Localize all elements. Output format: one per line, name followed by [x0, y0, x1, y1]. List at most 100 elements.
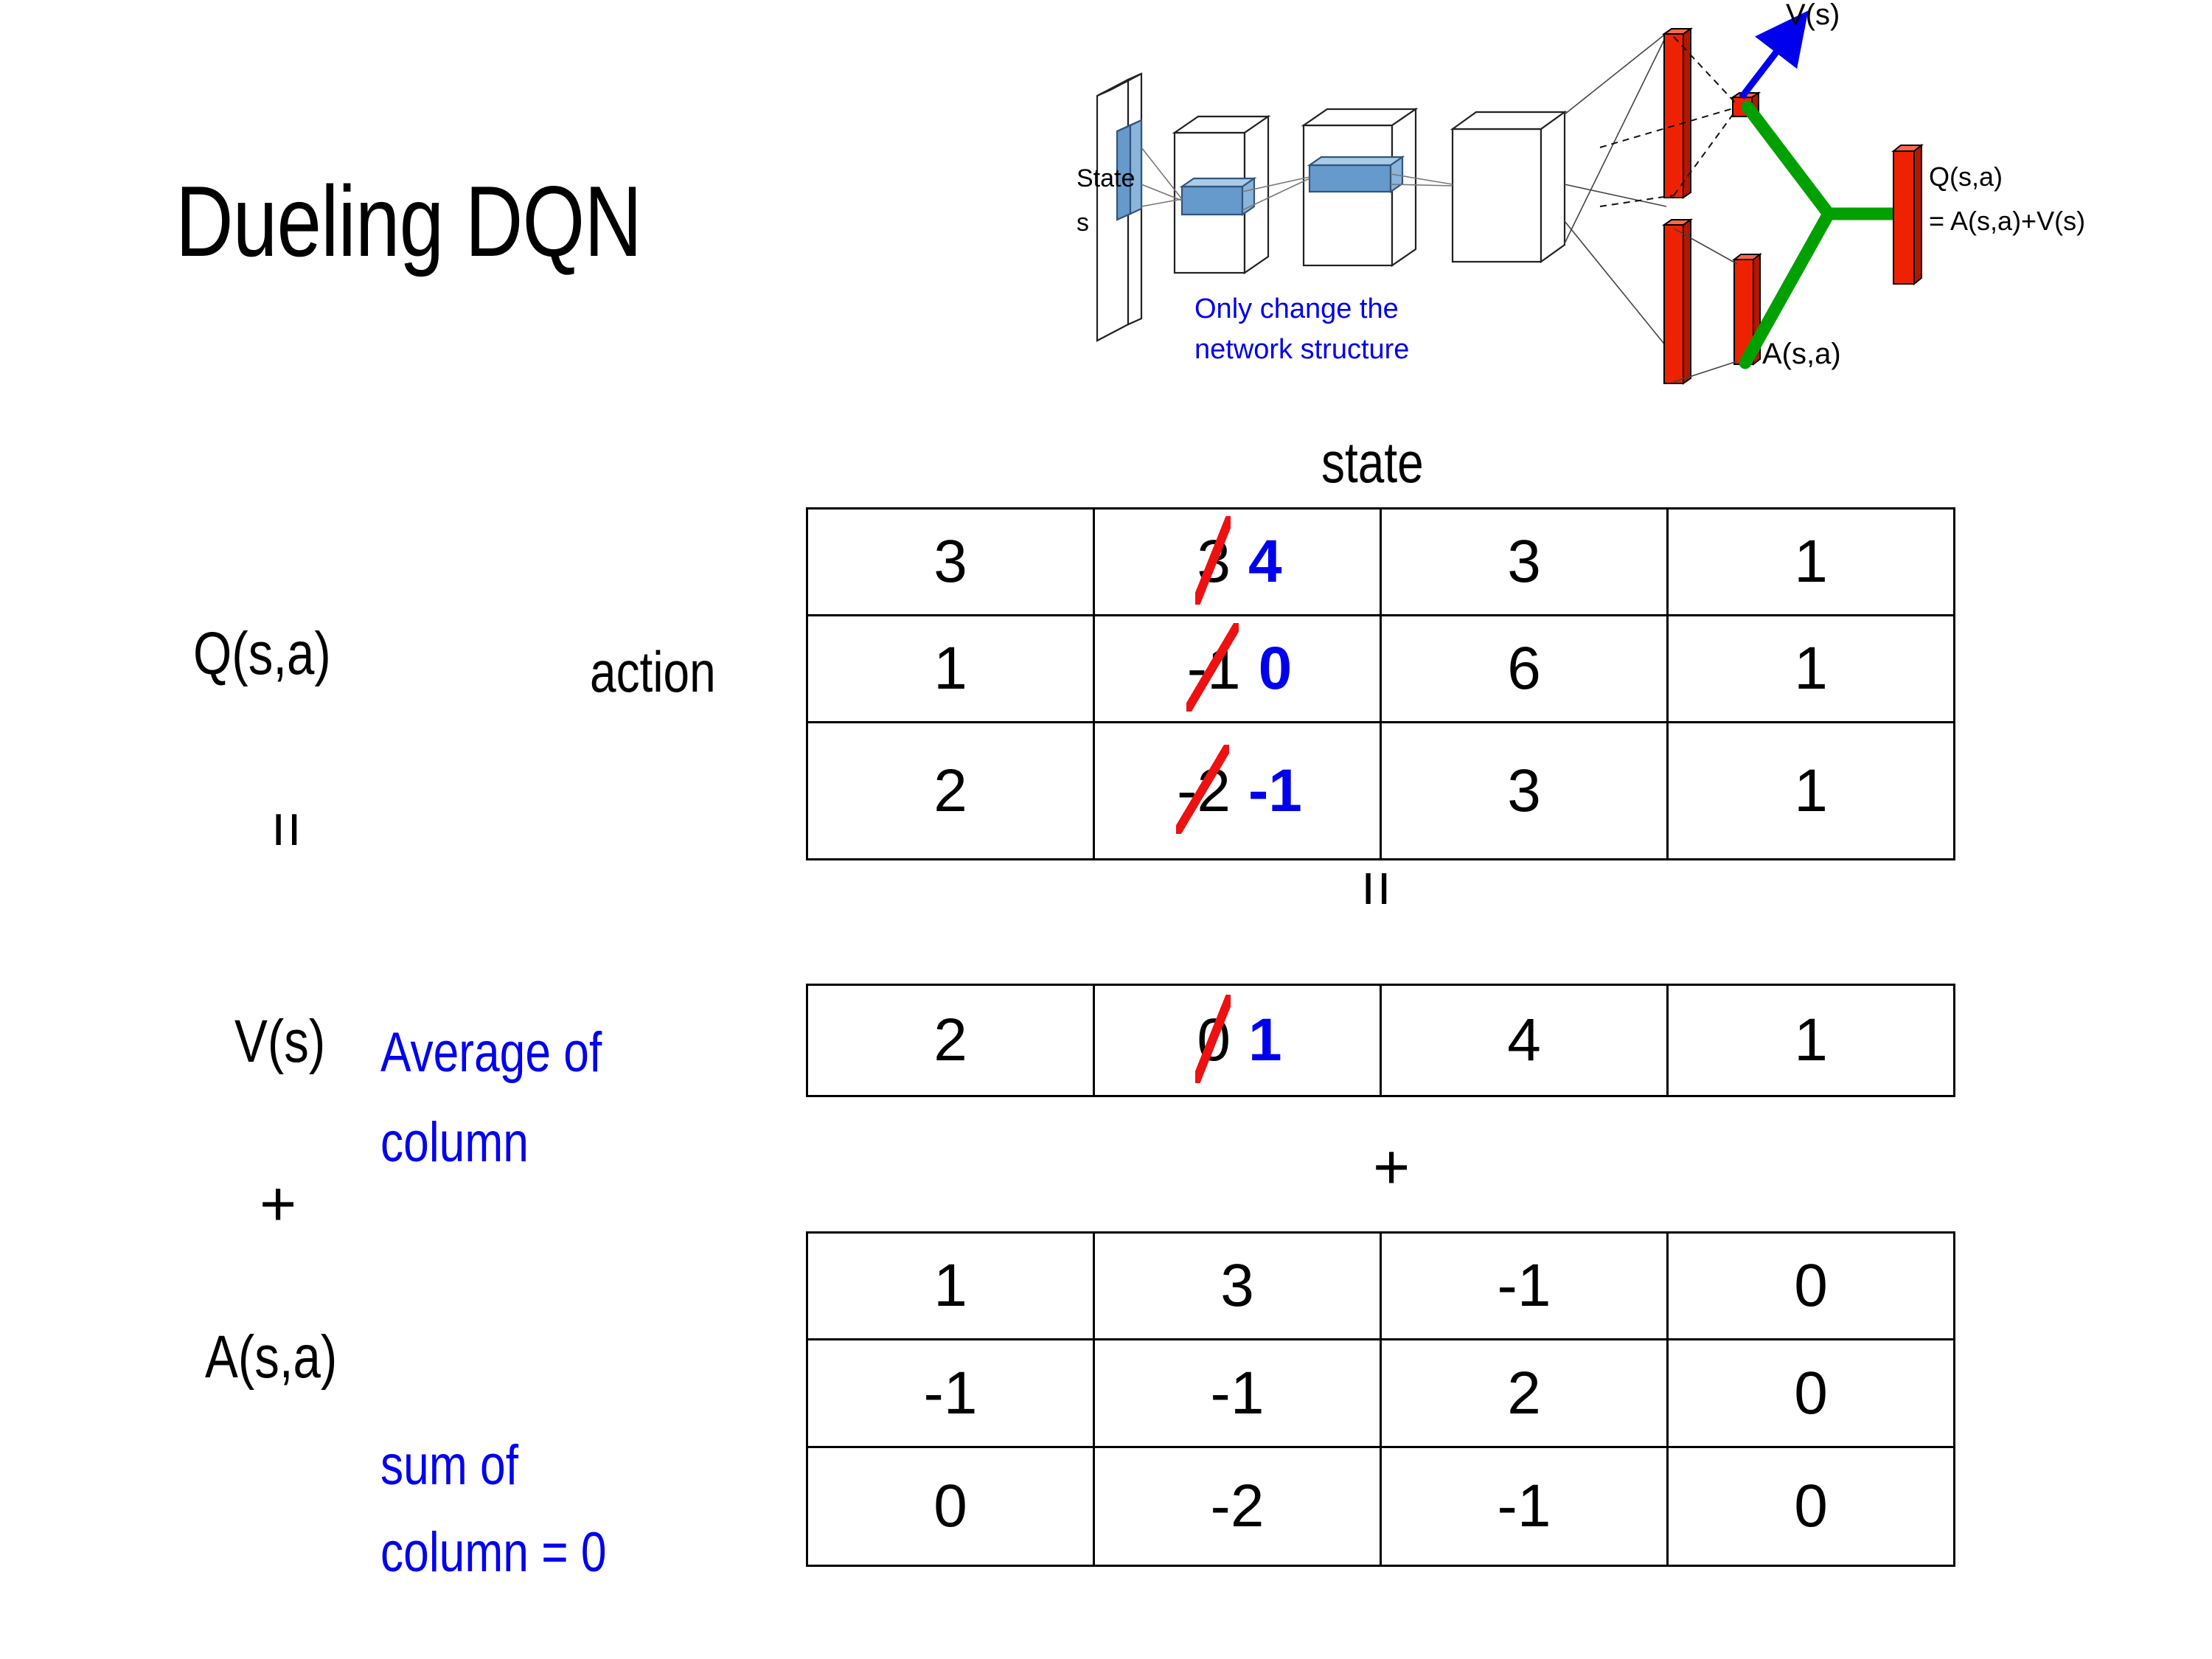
struck-value: -1 [1183, 622, 1245, 712]
q-matrix-label: Q(s,a) [193, 620, 331, 687]
cell-value: 1 [1794, 635, 1828, 702]
advantage-stream-bar-icon [1661, 218, 1694, 385]
table-cell: 0 [1666, 1338, 1955, 1448]
table-cell: 0 [806, 1446, 1095, 1567]
network-diagram-svg [1096, 10, 1924, 385]
struck-value: 3 [1192, 515, 1235, 605]
table-row: 2 -2-1 3 1 [806, 721, 1955, 860]
cell-value: 3 [1507, 528, 1541, 595]
corrected-value: 4 [1248, 528, 1282, 595]
cell-value: 0 [1794, 1472, 1828, 1540]
table-cell: -1 [1380, 1231, 1669, 1340]
table-cell: 3 [1093, 1231, 1382, 1340]
table-cell: 2 [1380, 1338, 1669, 1448]
sum-note-line2: column = 0 [380, 1521, 607, 1584]
corrected-value: 0 [1258, 635, 1293, 702]
table-cell: -2 [1093, 1446, 1382, 1567]
cell-value: -1 [1497, 1252, 1551, 1319]
table-cell: 2 [806, 721, 1095, 860]
diagram-a-label: A(s,a) [1762, 338, 1841, 370]
diagram-note-line1: Only change the [1194, 293, 1399, 324]
table-cell: 1 [1666, 984, 1955, 1097]
table-cell: 0 [1666, 1231, 1955, 1340]
green-merge-icon [1739, 100, 1902, 369]
state-axis-label: state [1321, 430, 1424, 495]
struck-value: -2 [1172, 745, 1235, 834]
cell-value: 2 [1507, 1359, 1541, 1427]
diagram-q-label-line1: Q(s,a) [1929, 161, 2003, 192]
average-note-line2: column [380, 1111, 529, 1174]
conv-block-2-icon [1301, 107, 1419, 268]
cell-value: 0 [1794, 1359, 1828, 1427]
cell-value: -1 [1497, 1472, 1551, 1540]
cell-value: 1 [933, 635, 967, 702]
cell-value: 0 [1794, 1252, 1828, 1319]
table-cell: -1 [1093, 1338, 1382, 1448]
value-dashed-lines [1599, 36, 1736, 207]
a-matrix-label: A(s,a) [205, 1324, 338, 1391]
cell-value: 3 [933, 528, 967, 595]
diagram-state-label-line1: State [1077, 164, 1135, 192]
corrected-value: 1 [1248, 1006, 1282, 1074]
cell-value: 3 [1220, 1252, 1254, 1319]
table-cell: 1 [1666, 507, 1955, 616]
table-cell: 1 [806, 614, 1095, 723]
conv-slab-2-icon [1307, 155, 1405, 194]
cell-value: 1 [933, 1252, 967, 1319]
value-stream-bar-icon [1661, 27, 1694, 199]
table-cell: 1 [1666, 614, 1955, 723]
table-cell: 1 [1666, 721, 1955, 860]
cell-value: -1 [1210, 1359, 1265, 1427]
v-arrow-icon [1739, 10, 1809, 100]
plus-sign-middle: + [1373, 1132, 1411, 1203]
stream-split-lines [1564, 32, 1667, 347]
table-cell: -2-1 [1093, 721, 1382, 860]
diagram-v-label: V(s) [1786, 0, 1840, 31]
dueling-network-diagram: State s Only change the network structur… [1077, 0, 2212, 413]
cell-value: -1 [923, 1359, 978, 1427]
table-row: 1 3 -1 0 [806, 1231, 1955, 1340]
connection-lines [1141, 147, 1453, 211]
table-cell: 4 [1380, 984, 1669, 1097]
table-cell: 3 [1380, 507, 1669, 616]
advantage-lines [1673, 228, 1738, 383]
average-note-line1: Average of [380, 1021, 602, 1084]
table-cell: 2 [806, 984, 1095, 1097]
diagram-q-label-line2: = A(s,a)+V(s) [1929, 206, 2086, 236]
conv-block-3-icon [1450, 110, 1568, 264]
cell-value: -2 [1210, 1472, 1265, 1540]
cell-value: 1 [1794, 1006, 1828, 1074]
action-axis-label: action [590, 639, 716, 704]
table-row: -1 -1 2 0 [806, 1338, 1955, 1448]
cell-value: 2 [933, 1006, 967, 1074]
cell-value: 2 [933, 757, 967, 824]
plus-sign-left: + [260, 1169, 297, 1239]
table-row: 0 -2 -1 0 [806, 1446, 1955, 1567]
table-cell: 6 [1380, 614, 1669, 723]
equals-sign-middle: = [1341, 870, 1412, 908]
v-matrix-label: V(s) [234, 1008, 326, 1075]
page-title: Dueling DQN [175, 165, 642, 277]
cell-value: 0 [933, 1472, 967, 1540]
struck-value: 0 [1192, 994, 1235, 1084]
advantage-table: 1 3 -1 0 -1 -1 2 0 0 -2 -1 0 [806, 1231, 1955, 1567]
diagram-note-line2: network structure [1194, 334, 1410, 365]
equals-sign-top: = [251, 811, 322, 849]
cell-value: 4 [1507, 1006, 1541, 1074]
table-cell: 0 [1666, 1446, 1955, 1567]
input-feature-slab-icon [1116, 119, 1143, 221]
table-cell: -1 [1380, 1446, 1669, 1567]
table-cell: -1 [806, 1338, 1095, 1448]
cell-value: 6 [1507, 635, 1541, 702]
table-cell: 1 [806, 1231, 1095, 1340]
table-cell: 3 [1380, 721, 1669, 860]
cell-value: 3 [1507, 757, 1541, 824]
